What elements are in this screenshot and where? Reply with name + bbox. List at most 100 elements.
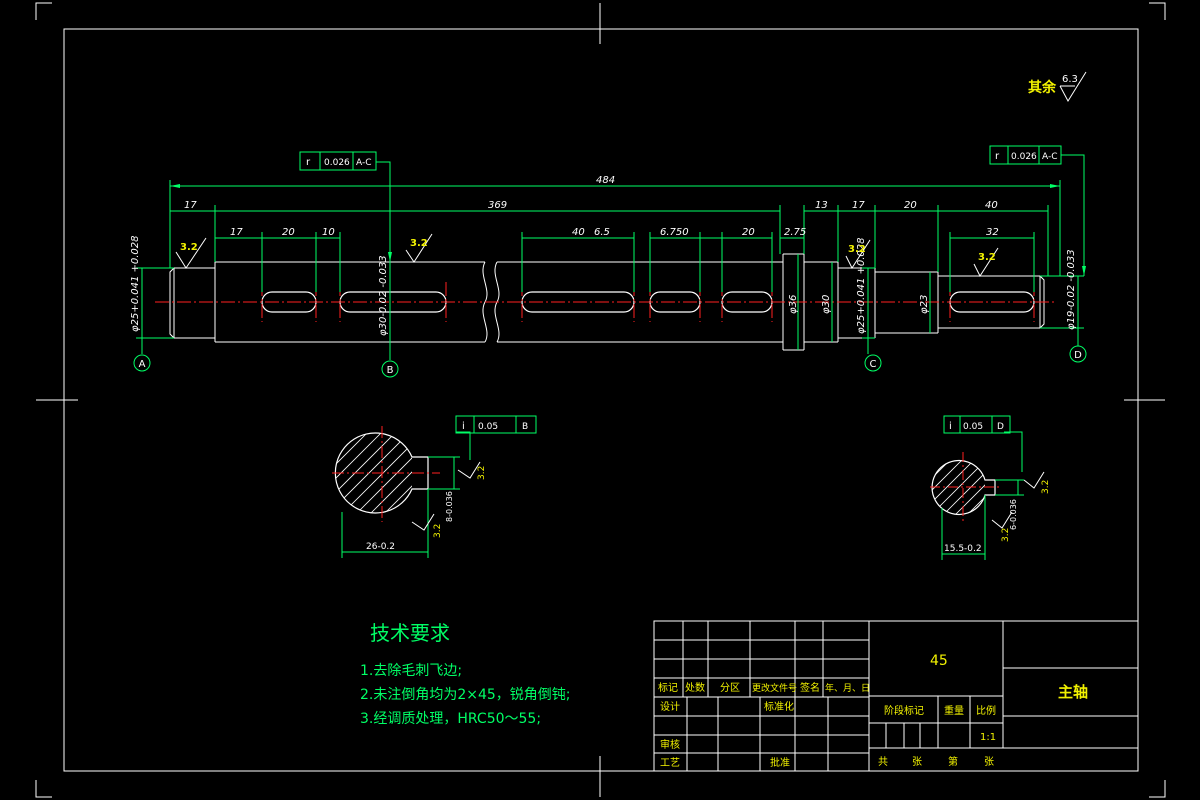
datum-a: A — [139, 359, 146, 370]
dim-6-5: 6.5 — [594, 227, 610, 238]
svg-text:3.2: 3.2 — [433, 524, 443, 538]
section-left-frame-sym: i — [462, 421, 465, 432]
roughness-symbol-icon — [1059, 71, 1087, 103]
dim-17c: 17 — [230, 227, 243, 238]
tb-review: 审核 — [660, 738, 680, 751]
section-right-keyway: 6-0.036 — [1009, 499, 1018, 530]
dia-step: φ23 — [919, 295, 930, 314]
roughness-marks — [175, 233, 999, 278]
title-block — [653, 620, 1139, 772]
tb-standard: 标准化 — [764, 700, 794, 713]
requirement-item-2: 2.未注倒角均为2×45，锐角倒钝; — [360, 687, 571, 703]
dim-369: 369 — [488, 200, 507, 211]
dim-13: 13 — [815, 200, 828, 211]
tb-process: 工艺 — [660, 757, 680, 769]
roughness-symbol-icon — [845, 239, 871, 270]
tb-sheets-total: 共 — [878, 756, 888, 768]
section-view-right: i 0.05 D 15.5-0.2 6-0.036 3.2 3.2 — [930, 415, 1051, 560]
arrowheads — [170, 184, 1086, 276]
technical-requirements: 技术要求 1.去除毛刺飞边; 2.未注倒角均为2×45，锐角倒钝; 3.经调质处… — [360, 621, 571, 727]
roughness-symbol-icon — [457, 461, 481, 479]
datum-b: B — [387, 365, 394, 376]
tb-approve: 批准 — [770, 756, 790, 769]
dim-17a: 17 — [184, 200, 197, 211]
roughness-2: 3.2 — [410, 238, 428, 249]
dim-20b: 20 — [282, 227, 295, 238]
svg-text:A-C: A-C — [1042, 152, 1058, 162]
roughness-symbol-icon — [405, 233, 433, 263]
roughness-4: 3.2 — [978, 252, 996, 263]
dia-collar: φ36 — [788, 295, 799, 314]
title-block-text: 标记 处数 分区 更改文件号 签名 年、月、日 设计 标准化 审核 工艺 批准 … — [658, 653, 1088, 769]
tb-header-sign: 签名 — [800, 681, 820, 694]
dia-right-journal: φ25+0.041 +0.028 — [856, 237, 867, 334]
roughness-3: 3.2 — [848, 244, 866, 255]
svg-text:A-C: A-C — [356, 158, 372, 168]
tb-part-name: 主轴 — [1058, 683, 1088, 701]
svg-text:3.2: 3.2 — [1041, 480, 1051, 494]
tolerance-frame-right: r 0.026 A-C — [989, 145, 1062, 165]
corner-marks — [35, 2, 1166, 798]
surface-note-label: 其余 — [1028, 79, 1057, 96]
roughness-symbol-icon — [973, 247, 999, 278]
dim-17b: 17 — [852, 200, 865, 211]
surface-note-value: 6.3 — [1062, 74, 1078, 85]
dimension-lines — [136, 154, 1085, 360]
svg-text:3.2: 3.2 — [477, 466, 487, 480]
tb-stage: 阶段标记 — [884, 704, 924, 717]
dim-20a: 20 — [904, 200, 917, 211]
section-right-width: 15.5-0.2 — [944, 544, 982, 554]
requirements-title: 技术要求 — [370, 621, 450, 645]
section-view-left: i 0.05 B 26-0.2 8-0.036 3.2 3.2 — [332, 415, 537, 558]
tb-scale: 1:1 — [980, 732, 996, 743]
tb-header-change: 更改文件号 — [752, 682, 797, 694]
section-left-width: 26-0.2 — [366, 542, 395, 552]
dia-left-journal: φ25+0.041 +0.028 — [130, 235, 141, 332]
dim-overall: 484 — [596, 175, 615, 186]
section-left-keyway: 8-0.036 — [445, 491, 454, 522]
section-left-frame-ref: B — [522, 422, 528, 432]
dia-body: φ30-0.02 -0.033 — [378, 255, 389, 336]
tb-header-mark: 标记 — [658, 682, 678, 694]
roughness-symbol-icon — [1023, 471, 1045, 489]
tb-sheets-num: 第 — [948, 755, 958, 768]
roughness-1: 3.2 — [180, 242, 198, 253]
tb-header-zone: 分区 — [720, 682, 740, 694]
drawing-frame — [36, 3, 1165, 797]
tb-header-date: 年、月、日 — [825, 682, 870, 694]
tb-design: 设计 — [660, 700, 680, 713]
section-left-frame-tol: 0.05 — [478, 422, 498, 432]
svg-text:r: r — [995, 151, 1000, 162]
tb-header-count: 处数 — [685, 681, 705, 694]
section-right-frame-tol: 0.05 — [963, 422, 983, 432]
datum-d: D — [1074, 350, 1082, 361]
dia-end: φ19-0.02 -0.033 — [1066, 249, 1077, 330]
svg-text:3.2: 3.2 — [1001, 528, 1011, 542]
dia-shoulder: φ30 — [821, 295, 832, 314]
dim-32: 32 — [986, 227, 999, 238]
tb-scale-label: 比例 — [976, 704, 996, 717]
roughness-symbol-icon — [411, 513, 435, 531]
roughness-symbol-icon — [991, 511, 1013, 529]
tolerance-frame-left: r 0.026 A-C — [299, 151, 377, 171]
dim-2-75: 2.75 — [784, 227, 806, 238]
svg-text:r: r — [306, 157, 311, 168]
datum-markers — [133, 345, 1087, 378]
requirement-item-1: 1.去除毛刺飞边; — [360, 663, 462, 679]
tb-material: 45 — [930, 653, 948, 669]
roughness-symbol-icon — [175, 237, 207, 269]
dim-20c: 20 — [742, 227, 755, 238]
section-right-frame-sym: i — [949, 421, 952, 432]
svg-text:0.026: 0.026 — [324, 158, 350, 168]
section-right-frame-ref: D — [997, 422, 1004, 432]
tb-sheets-unit2: 张 — [984, 756, 994, 768]
dim-40b: 40 — [572, 227, 585, 238]
dim-40a: 40 — [985, 200, 998, 211]
dim-6-750: 6.750 — [660, 227, 689, 238]
tb-weight: 重量 — [944, 704, 964, 717]
tb-sheets-unit1: 张 — [912, 756, 922, 768]
requirement-item-3: 3.经调质处理，HRC50～55; — [360, 711, 541, 727]
svg-text:0.026: 0.026 — [1011, 152, 1037, 162]
dimension-text: 484 17 369 13 17 20 40 17 20 10 40 6.5 6… — [130, 175, 1077, 336]
